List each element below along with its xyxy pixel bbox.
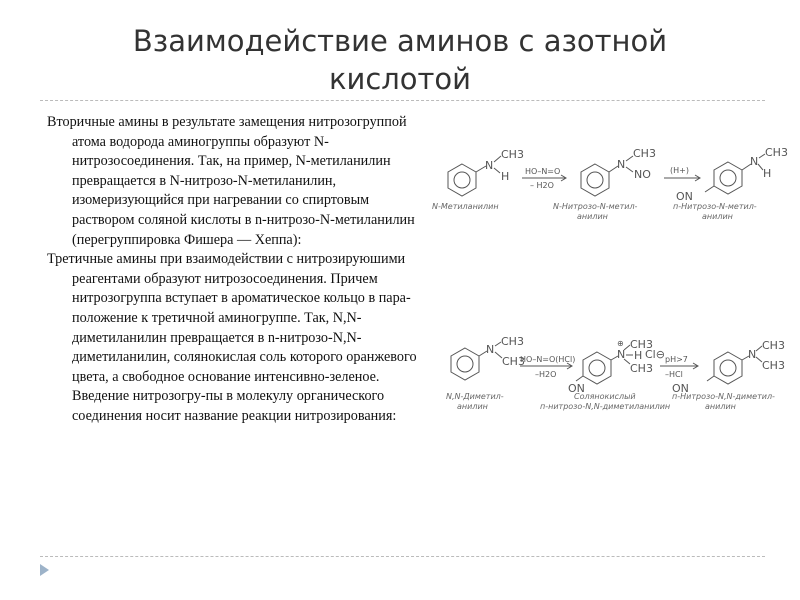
caption: N,N-Диметил- (446, 392, 504, 401)
condition-bottom: –HCl (665, 370, 683, 379)
atom-n: N (750, 155, 758, 168)
group-no: NO (634, 168, 651, 181)
caption: п-Нитрозо-N,N-диметил- (672, 392, 775, 401)
benzene-ring-icon (450, 347, 480, 381)
caption: анилин (705, 402, 736, 411)
atom-h: H (634, 349, 642, 362)
atom-n: N (486, 343, 494, 356)
reagent-top: HO–N=O (525, 167, 560, 176)
caption: N-Метиланилин (432, 202, 499, 211)
group-ch3: CH3 (630, 362, 653, 375)
reagent-bottom: – H2O (530, 181, 554, 190)
atom-h: H (501, 170, 509, 183)
caption: анилин (577, 212, 608, 221)
group-ch3: CH3 (502, 355, 525, 368)
atom-n: N (485, 159, 493, 172)
triangle-bullet-icon (40, 564, 49, 576)
reaction-1: N CH3 H HO–N=O – H2O N CH3 NO (H+) N CH3… (432, 146, 788, 221)
catalyst: (H+) (670, 166, 689, 175)
benzene-ring-icon (582, 351, 612, 385)
group-ch3: CH3 (765, 146, 788, 159)
caption: анилин (457, 402, 488, 411)
title-line-1: Взаимодействие аминов с азотной (132, 24, 668, 58)
title-line-2: кислотой (328, 62, 472, 96)
reagent-bottom: –H2O (535, 370, 556, 379)
condition-top: pH>7 (665, 355, 688, 364)
group-on: ON (672, 382, 689, 395)
group-ch3: CH3 (501, 335, 524, 348)
reaction-2: N CH3 CH3 HO–N=O(HCl) –H2O N ⊕ CH3 H CH3… (446, 335, 785, 411)
group-ch3: CH3 (762, 359, 785, 372)
benzene-ring-icon (713, 351, 743, 385)
charge-plus: ⊕ (617, 339, 624, 348)
slide-title: Взаимодействие аминов с азотной кислотой (0, 22, 800, 98)
atom-n: N (617, 348, 625, 361)
caption: п-нитрозо-N,N-диметиланилин (540, 402, 670, 411)
benzene-ring-icon (580, 163, 610, 197)
group-ch3: CH3 (762, 339, 785, 352)
top-divider (40, 100, 765, 101)
chloride-ion: Cl⊖ (645, 348, 665, 361)
paragraph-tertiary-amines: Третичные амины при взаимодействии с нит… (47, 251, 417, 424)
atom-n: N (617, 158, 625, 171)
slide-body: Вторичные амины в результате замещения н… (47, 113, 417, 427)
caption: анилин (702, 212, 733, 221)
group-ch3: CH3 (501, 148, 524, 161)
atom-h: H (763, 167, 771, 180)
atom-n: N (748, 348, 756, 361)
caption: п-Нитрозо-N-метил- (673, 202, 757, 211)
group-ch3: CH3 (633, 147, 656, 160)
group-ch3: CH3 (630, 338, 653, 351)
group-on: ON (568, 382, 585, 395)
benzene-ring-icon (447, 163, 477, 197)
reagent-top: HO–N=O(HCl) (520, 355, 575, 364)
bottom-divider (40, 556, 765, 557)
caption: Солянокислый (574, 392, 636, 401)
caption: N-Нитрозо-N-метил- (553, 202, 638, 211)
group-on: ON (676, 190, 693, 203)
paragraph-secondary-amines: Вторичные амины в результате замещения н… (47, 114, 415, 248)
benzene-ring-icon (713, 161, 743, 195)
